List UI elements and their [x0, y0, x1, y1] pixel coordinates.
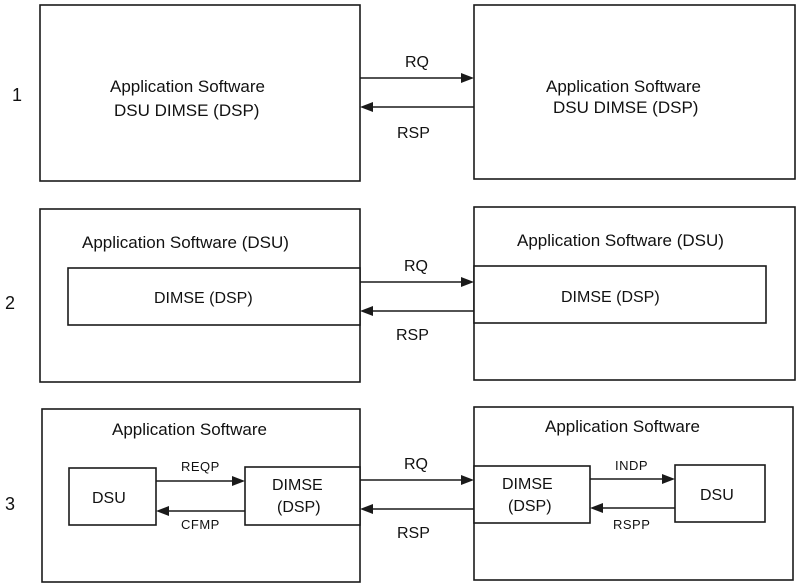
row2-left-outer-label: Application Software (DSU): [82, 233, 289, 252]
row-1: 1 Application Software DSU DIMSE (DSP) A…: [12, 4, 796, 182]
arrowhead-right-icon: [662, 474, 675, 484]
row2-right-outer-label: Application Software (DSU): [517, 231, 724, 250]
row3-right-rspp-label: RSPP: [613, 517, 650, 532]
row2-right-dimse-box: [473, 265, 767, 324]
row2-response-label: RSP: [396, 327, 429, 344]
row1-request-label: RQ: [405, 54, 429, 71]
row1-response-arrow: [360, 102, 474, 112]
row2-left-dimse-box: [67, 267, 361, 326]
row3-left-dimse-box: [244, 466, 361, 526]
row2-request-arrow: [360, 277, 474, 287]
row3-right-indp-arrow: [590, 474, 675, 484]
arrowhead-left-icon: [590, 503, 603, 513]
row3-request-arrow: [360, 475, 474, 485]
row1-right-subtitle: DSU DIMSE (DSP): [553, 98, 698, 117]
row3-right-dsp-label: (DSP): [508, 498, 552, 515]
row-2: 2 Application Software (DSU) DIMSE (DSP)…: [5, 206, 796, 383]
row3-right-outer-label: Application Software: [545, 417, 700, 436]
row1-right-application-box: [473, 4, 796, 180]
row3-response-label: RSP: [397, 525, 430, 542]
arrowhead-left-icon: [156, 506, 169, 516]
row-number-3: 3: [5, 494, 15, 514]
row2-request-label: RQ: [404, 258, 428, 275]
row1-request-arrow: [360, 73, 474, 83]
row-number-2: 2: [5, 293, 15, 313]
row3-left-dsu-label: DSU: [92, 490, 126, 507]
row3-left-cfmp-arrow: [156, 506, 245, 516]
row3-left-outer-label: Application Software: [112, 420, 267, 439]
row2-right-inner-label: DIMSE (DSP): [561, 289, 660, 306]
row2-left-inner-label: DIMSE (DSP): [154, 290, 253, 307]
row1-left-subtitle: DSU DIMSE (DSP): [114, 101, 259, 120]
arrowhead-left-icon: [360, 102, 373, 112]
row3-left-reqp-label: REQP: [181, 459, 220, 474]
arrowhead-right-icon: [232, 476, 245, 486]
row-3: 3 Application Software DSU DIMSE (DSP) R…: [5, 406, 794, 583]
row-number-1: 1: [12, 85, 22, 105]
row3-request-label: RQ: [404, 456, 428, 473]
row3-left-dimse-label: DIMSE: [272, 477, 323, 494]
arrowhead-left-icon: [360, 306, 373, 316]
row3-right-indp-label: INDP: [615, 458, 648, 473]
row1-response-label: RSP: [397, 125, 430, 142]
row1-left-title: Application Software: [110, 77, 265, 96]
arrowhead-right-icon: [461, 475, 474, 485]
row3-right-dsu-box: [674, 464, 766, 523]
arrowhead-left-icon: [360, 504, 373, 514]
row3-left-cfmp-label: CFMP: [181, 517, 220, 532]
row3-right-dimse-label: DIMSE: [502, 476, 553, 493]
row3-right-dimse-box: [473, 465, 591, 524]
row3-left-dsu-box: [68, 467, 157, 526]
row2-response-arrow: [360, 306, 474, 316]
arrowhead-right-icon: [461, 277, 474, 287]
row1-left-application-box: [39, 4, 361, 182]
arrowhead-right-icon: [461, 73, 474, 83]
row3-right-rspp-arrow: [590, 503, 675, 513]
row3-left-reqp-arrow: [156, 476, 245, 486]
row1-right-title: Application Software: [546, 77, 701, 96]
row3-response-arrow: [360, 504, 474, 514]
row3-right-dsu-label: DSU: [700, 487, 734, 504]
row3-left-dsp-label: (DSP): [277, 499, 321, 516]
